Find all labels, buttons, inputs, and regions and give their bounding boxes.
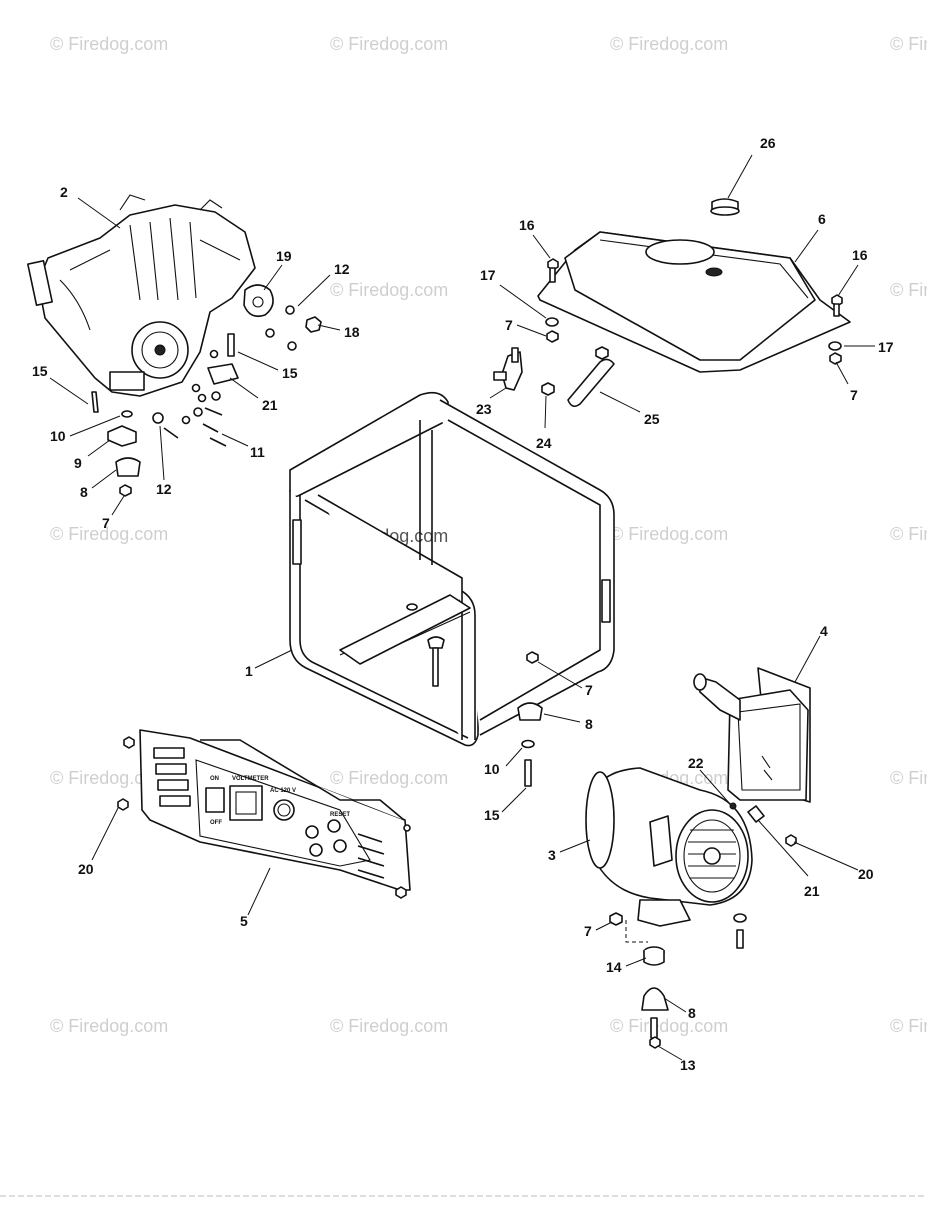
alternator-drawing (585, 767, 797, 1049)
watermark: © Firedog.com (610, 524, 728, 544)
callout-8: 8 (688, 1005, 696, 1021)
callout-22: 22 (688, 755, 704, 771)
panel-voltmeter-label: VOLTMETER (232, 776, 269, 782)
callout-12: 12 (334, 261, 350, 277)
watermark: © Firedog.com (50, 34, 168, 54)
callout-labels: 1 2 3 4 5 6 7 7 7 7 7 8 8 8 9 10 10 11 1… (32, 135, 894, 1073)
callout-4: 4 (820, 623, 828, 639)
callout-13: 13 (680, 1057, 696, 1073)
callout-8: 8 (80, 484, 88, 500)
callout-14: 14 (606, 959, 622, 975)
watermark: © Firedog.com (890, 280, 927, 300)
callout-7: 7 (585, 682, 593, 698)
callout-3: 3 (548, 847, 556, 863)
watermark: © Firedog.com (610, 34, 728, 54)
callout-18: 18 (344, 324, 360, 340)
control-panel-drawing: ON OFF VOLTMETER AC 120 V RESET (117, 729, 411, 899)
callout-7: 7 (505, 317, 513, 333)
callout-10: 10 (50, 428, 66, 444)
callout-25: 25 (644, 411, 660, 427)
callout-26: 26 (760, 135, 776, 151)
callout-19: 19 (276, 248, 292, 264)
callout-21: 21 (262, 397, 278, 413)
callout-7: 7 (584, 923, 592, 939)
callout-16: 16 (519, 217, 535, 233)
callout-24: 24 (536, 435, 552, 451)
tank-hardware (493, 258, 843, 408)
watermark: © Firedog.com (330, 280, 448, 300)
callout-10: 10 (484, 761, 500, 777)
panel-on-label: ON (210, 776, 219, 782)
watermark: © Firedog.com (890, 768, 927, 788)
callout-15: 15 (282, 365, 298, 381)
watermark: © Firedog.com (50, 1016, 168, 1036)
callout-12: 12 (156, 481, 172, 497)
leader-lines (49, 154, 875, 1061)
callout-17: 17 (878, 339, 894, 355)
callout-23: 23 (476, 401, 492, 417)
watermark: © Firedog.com (330, 1016, 448, 1036)
panel-reset-label: RESET (330, 812, 350, 818)
watermark: © Firedog.com (330, 34, 448, 54)
callout-9: 9 (74, 455, 82, 471)
callout-17: 17 (480, 267, 496, 283)
watermark: © Firedog.com (890, 34, 927, 54)
callout-21: 21 (804, 883, 820, 899)
engine-hardware (91, 284, 322, 497)
watermark: © Firedog.com (890, 524, 927, 544)
callout-11: 11 (250, 444, 265, 460)
callout-2: 2 (60, 184, 68, 200)
watermark: © Firedog.com (610, 1016, 728, 1036)
callout-20: 20 (78, 861, 94, 877)
callout-7: 7 (850, 387, 858, 403)
watermark: © Firedog.com (890, 1016, 927, 1036)
watermark: © Firedog.com (50, 768, 168, 788)
engine-drawing (27, 194, 256, 397)
callout-5: 5 (240, 913, 248, 929)
callout-8: 8 (585, 716, 593, 732)
callout-15: 15 (484, 807, 500, 823)
watermark: © Firedog.com (330, 768, 448, 788)
callout-7: 7 (102, 515, 110, 531)
muffler-drawing (693, 667, 811, 803)
callout-20: 20 (858, 866, 874, 882)
panel-off-label: OFF (210, 820, 222, 826)
callout-1: 1 (245, 663, 253, 679)
panel-ac-label: AC 120 V (270, 788, 296, 794)
callout-6: 6 (818, 211, 826, 227)
callout-16: 16 (852, 247, 868, 263)
watermark: © Firedog.com (50, 524, 168, 544)
frame-drawing (289, 391, 615, 787)
callout-15: 15 (32, 363, 48, 379)
fuel-tank-drawing (537, 198, 851, 373)
